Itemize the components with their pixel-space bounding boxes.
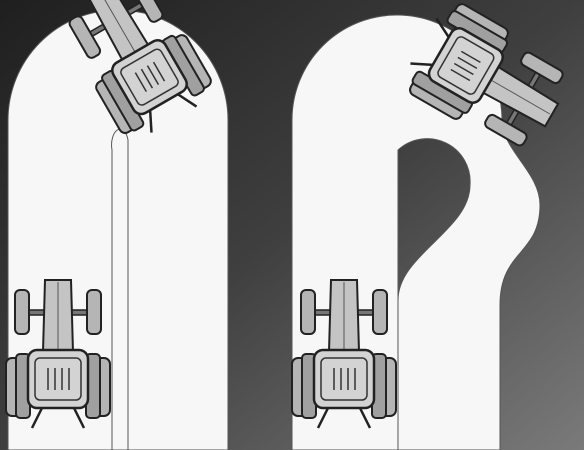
tractor-straight-right — [292, 280, 396, 428]
tractor-straight-left — [6, 280, 110, 428]
